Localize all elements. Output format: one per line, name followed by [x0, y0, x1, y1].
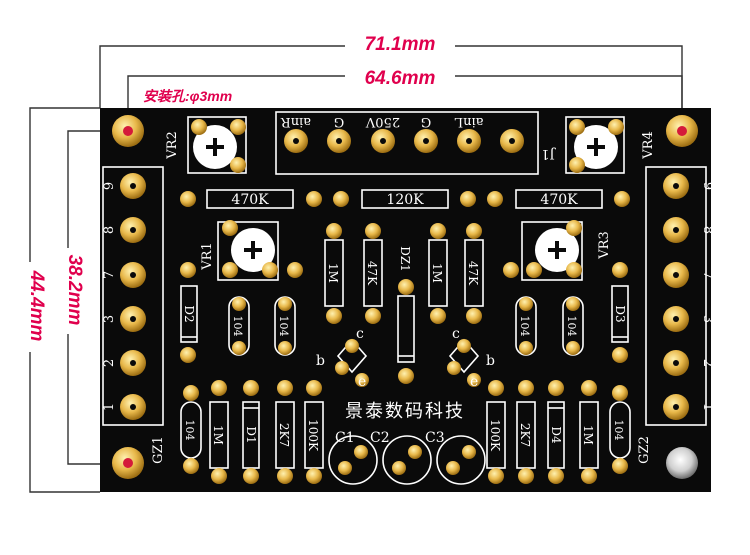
gz1-ref: GZ1: [151, 436, 166, 464]
c3-label: C3: [425, 430, 445, 446]
q2-pin-e: e: [470, 374, 478, 390]
cap-104-6: 104: [612, 420, 625, 441]
gz2-pin-1: 9: [700, 182, 715, 190]
q2-pin-c: c: [452, 326, 460, 342]
gz1-pin-1: 9: [102, 182, 117, 190]
r2k7-b-label: 2K7: [518, 423, 532, 447]
gz1-pin-2: 8: [102, 226, 117, 234]
cap-104-1: 104: [231, 316, 244, 337]
r47k-a-label: 47K: [365, 261, 379, 286]
gz1-pin-4: 3: [102, 315, 117, 323]
r1m-a-label: 1M: [326, 263, 340, 283]
mounting-hole-label: 安装孔:φ3mm: [143, 88, 232, 104]
pad-holes: [130, 138, 679, 410]
r120k-label: 120K: [386, 192, 424, 208]
trimmer-bodies: [193, 125, 618, 272]
hole-spacing-height-label: 38.2mm: [64, 255, 85, 326]
c1-label: C1: [335, 430, 355, 446]
gz2-pin-3: 7: [700, 271, 715, 279]
overall-width-label: 71.1mm: [365, 34, 436, 55]
r470k-left-label: 470K: [231, 192, 269, 208]
r470k-right-label: 470K: [540, 192, 578, 208]
r2k7-a-label: 2K7: [277, 423, 291, 447]
gz2-pin-4: 3: [700, 315, 715, 323]
r1m-c-label: 1M: [211, 425, 225, 445]
gz1-pin-3: 7: [102, 271, 117, 279]
cap-104-2: 104: [277, 316, 290, 337]
c2-label: C2: [370, 430, 390, 446]
pcb-board: [100, 108, 711, 492]
company-silkscreen: 景泰数码科技: [345, 401, 465, 422]
vr3-label: VR3: [597, 231, 612, 259]
j1-pin-5: ainL: [454, 114, 483, 129]
vr2-label: VR2: [165, 131, 180, 159]
j1-ref: J1: [541, 146, 556, 161]
cap-104-5: 104: [183, 420, 196, 441]
hole-spacing-width-label: 64.6mm: [365, 68, 436, 89]
dim-label-bg-1: [345, 30, 455, 58]
q1-pin-b: b: [316, 353, 325, 369]
j1-pin-1: ainR: [280, 114, 311, 129]
r1m-b-label: 1M: [430, 263, 444, 283]
q1-pin-c: c: [356, 326, 364, 342]
q1-pin-e: e: [358, 374, 366, 390]
dim-label-bg-3: [16, 262, 46, 352]
cap-104-4: 104: [565, 316, 578, 337]
gz1-pin-5: 2: [102, 359, 117, 367]
vr1-label: VR1: [200, 242, 215, 270]
r100k-a-label: 100K: [306, 419, 320, 452]
r1m-d-label: 1M: [581, 425, 595, 445]
j1-pin-4: G: [421, 114, 431, 129]
r100k-b-label: 100K: [488, 419, 502, 452]
vr4-label: VR4: [641, 131, 656, 159]
d4-label: D4: [549, 426, 563, 444]
j1-pin-2: G: [334, 114, 344, 129]
d2-label: D2: [182, 305, 196, 322]
gz1-pin-6: 1: [102, 403, 117, 411]
r47k-b-label: 47K: [466, 261, 480, 286]
gz2-pin-2: 8: [700, 226, 715, 234]
cap-104-3: 104: [518, 316, 531, 337]
q2-pin-b: b: [486, 353, 495, 369]
d1-label: D1: [244, 426, 258, 443]
mounting-holes: [112, 115, 698, 479]
dim-label-bg-4: [55, 248, 83, 334]
overall-height-label: 44.4mm: [26, 270, 47, 342]
gz2-ref: GZ2: [637, 436, 652, 464]
gz2-pin-5: 2: [700, 359, 715, 367]
d3-label: D3: [613, 305, 627, 322]
dz1-label: DZ1: [398, 246, 412, 272]
j1-pin-3: 250V: [365, 114, 400, 129]
dim-label-bg-2: [345, 62, 455, 90]
gz2-pin-6: 1: [700, 403, 715, 411]
